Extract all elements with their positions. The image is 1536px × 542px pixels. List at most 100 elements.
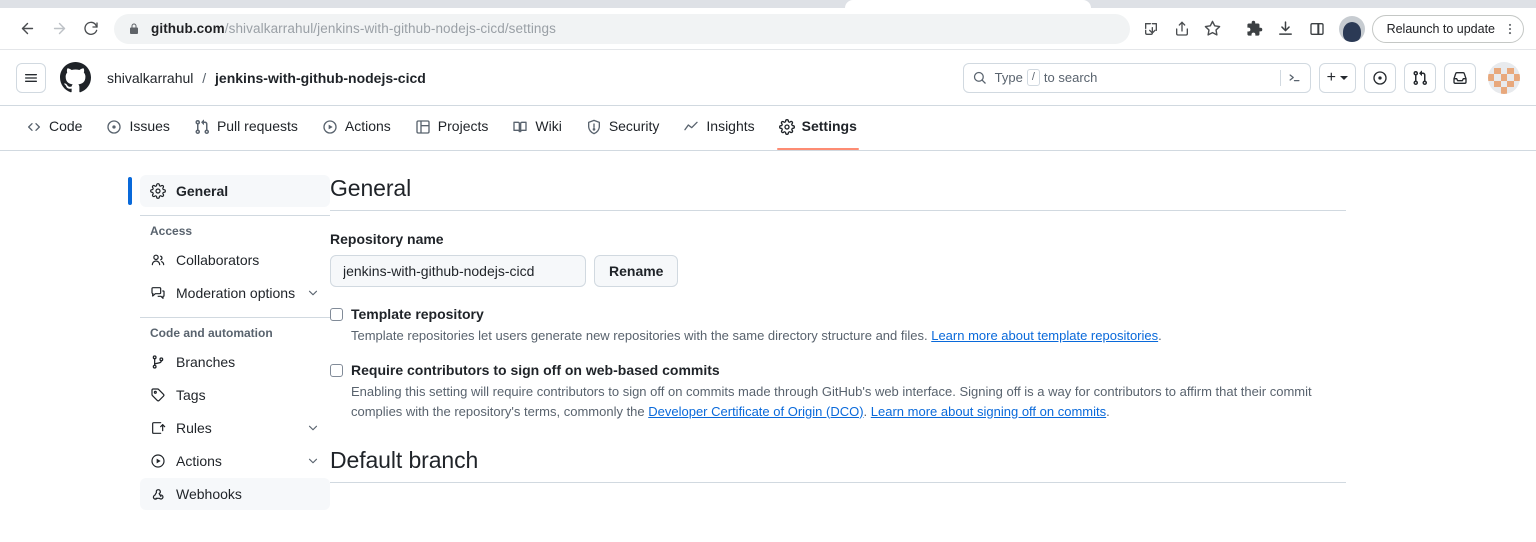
- chevron-down-icon[interactable]: [306, 454, 320, 468]
- template-repository-checkbox[interactable]: [330, 308, 343, 321]
- sidebar-item-webhooks-label: Webhooks: [176, 486, 242, 502]
- signoff-title: Require contributors to sign off on web-…: [351, 362, 720, 379]
- breadcrumb-separator: /: [202, 69, 207, 86]
- tab-code-label: Code: [49, 118, 83, 134]
- repository-name-input[interactable]: [330, 255, 586, 287]
- webhook-icon: [150, 486, 166, 502]
- people-icon: [150, 252, 166, 268]
- tab-projects-label: Projects: [437, 118, 489, 134]
- side-panel-icon[interactable]: [1302, 14, 1332, 44]
- repository-name-label: Repository name: [330, 231, 444, 247]
- sidebar-item-webhooks[interactable]: Webhooks: [140, 478, 330, 510]
- tab-issues[interactable]: Issues: [96, 106, 179, 150]
- sidebar-item-rules[interactable]: Rules: [140, 412, 330, 444]
- chrome-profile-avatar[interactable]: [1338, 15, 1365, 42]
- template-repository-setting: Template repository Template repositorie…: [330, 305, 1346, 345]
- tab-pull-requests[interactable]: Pull requests: [184, 106, 308, 150]
- settings-sidebar: General Access Collaborators Moderation …: [0, 175, 330, 542]
- sidebar-item-general[interactable]: General: [128, 175, 330, 207]
- signoff-description: Enabling this setting will require contr…: [351, 382, 1346, 421]
- terminal-icon[interactable]: [1287, 70, 1302, 85]
- dco-link[interactable]: Developer Certificate of Origin (DCO): [648, 403, 864, 419]
- play-circle-icon: [322, 119, 338, 135]
- share-icon[interactable]: [1167, 14, 1197, 44]
- title-divider: [330, 210, 1346, 211]
- git-branch-icon: [150, 354, 166, 370]
- search-tail: [1279, 69, 1302, 86]
- tab-wiki[interactable]: Wiki: [502, 106, 571, 150]
- tab-projects[interactable]: Projects: [405, 106, 499, 150]
- rules-icon: [150, 420, 166, 436]
- breadcrumb-owner[interactable]: shivalkarrahul: [107, 69, 194, 86]
- kebab-menu-icon[interactable]: [1503, 22, 1517, 36]
- search-placeholder-suffix: to search: [1043, 70, 1098, 85]
- github-octocat-icon[interactable]: [60, 62, 91, 93]
- tab-code[interactable]: Code: [16, 106, 92, 150]
- sidebar-item-tags[interactable]: Tags: [140, 379, 330, 411]
- browser-tab-strip: [0, 0, 1536, 8]
- create-new-button[interactable]: +: [1318, 62, 1356, 93]
- sidebar-item-collaborators[interactable]: Collaborators: [140, 244, 330, 276]
- book-icon: [512, 119, 528, 135]
- code-icon: [26, 119, 42, 135]
- tab-settings[interactable]: Settings: [769, 106, 867, 150]
- search-divider: [1279, 69, 1281, 86]
- tab-settings-label: Settings: [801, 118, 857, 134]
- settings-content: General Repository name Rename Template …: [330, 175, 1536, 542]
- lock-icon: [128, 23, 140, 35]
- issues-button[interactable]: [1364, 62, 1396, 93]
- extensions-puzzle-icon[interactable]: [1240, 14, 1270, 44]
- plus-icon: +: [1326, 68, 1336, 86]
- sidebar-item-moderation-options[interactable]: Moderation options: [140, 277, 330, 309]
- star-bookmark-icon[interactable]: [1198, 14, 1228, 44]
- chevron-down-icon[interactable]: [306, 421, 320, 435]
- install-app-icon[interactable]: [1136, 14, 1166, 44]
- signoff-checkbox[interactable]: [330, 364, 343, 378]
- rename-button[interactable]: Rename: [594, 255, 679, 287]
- url-path: /shivalkarrahul/jenkins-with-github-node…: [224, 21, 556, 36]
- active-browser-tab[interactable]: [845, 0, 1091, 8]
- relaunch-label: Relaunch to update: [1386, 21, 1495, 36]
- breadcrumb-repo[interactable]: jenkins-with-github-nodejs-cicd: [215, 69, 426, 86]
- gear-icon: [778, 119, 795, 135]
- repository-name-row: Rename: [330, 255, 1346, 287]
- hamburger-menu-icon[interactable]: [16, 62, 46, 93]
- relaunch-to-update-button[interactable]: Relaunch to update: [1371, 14, 1524, 43]
- sidebar-divider: [140, 215, 330, 216]
- tab-security[interactable]: Security: [576, 106, 670, 150]
- template-desc-period: .: [1158, 327, 1162, 343]
- play-circle-icon: [150, 453, 166, 469]
- back-arrow-icon[interactable]: [12, 14, 42, 44]
- default-branch-divider: [330, 482, 1346, 484]
- pull-requests-button[interactable]: [1404, 62, 1436, 93]
- search-placeholder-prefix: Type: [994, 70, 1023, 85]
- forward-arrow-icon[interactable]: [44, 14, 74, 44]
- sidebar-item-actions-label: Actions: [176, 453, 222, 469]
- tab-insights-label: Insights: [706, 118, 755, 134]
- search-input[interactable]: Type / to search: [962, 62, 1311, 93]
- user-avatar[interactable]: [1488, 61, 1520, 94]
- template-repository-description: Template repositories let users generate…: [351, 326, 1346, 346]
- chevron-down-icon[interactable]: [306, 286, 320, 300]
- search-icon: [972, 70, 987, 85]
- slash-key-badge: /: [1026, 69, 1040, 86]
- downloads-icon[interactable]: [1271, 14, 1301, 44]
- sidebar-item-branches[interactable]: Branches: [140, 346, 330, 378]
- pull-request-icon: [194, 119, 210, 135]
- tab-wiki-label: Wiki: [535, 118, 562, 134]
- reload-icon[interactable]: [76, 14, 106, 44]
- sidebar-item-tags-label: Tags: [176, 387, 206, 403]
- tab-issues-label: Issues: [129, 118, 170, 134]
- template-learn-more-link[interactable]: Learn more about template repositories: [931, 327, 1159, 343]
- tab-actions[interactable]: Actions: [312, 106, 401, 150]
- signoff-desc-text: Enabling this setting will require contr…: [351, 384, 1312, 419]
- sidebar-item-actions[interactable]: Actions: [140, 445, 330, 477]
- notifications-inbox-button[interactable]: [1444, 62, 1476, 93]
- tag-icon: [150, 387, 166, 403]
- signoff-learn-more-link[interactable]: Learn more about signing off on commits: [870, 403, 1107, 419]
- tab-insights[interactable]: Insights: [673, 106, 764, 150]
- comment-discussion-icon: [150, 285, 166, 301]
- tab-security-label: Security: [608, 118, 660, 134]
- url-domain: github.com: [151, 21, 225, 36]
- address-bar[interactable]: github.com/shivalkarrahul/jenkins-with-g…: [114, 13, 1130, 44]
